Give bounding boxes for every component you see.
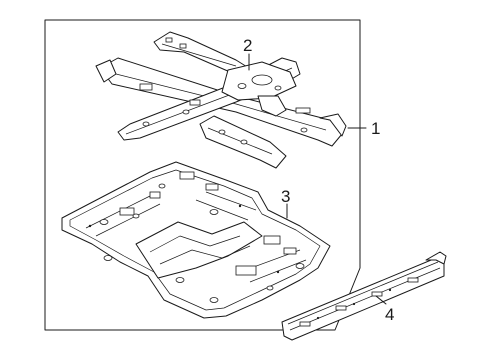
leader-line-4 [375, 295, 387, 305]
callout-3: 3 [281, 187, 290, 206]
callout-2: 2 [243, 36, 252, 55]
part-3-floor-pan [61, 161, 331, 319]
callout-4: 4 [385, 305, 394, 324]
part-2-crossmember [95, 31, 347, 169]
callout-1: 1 [371, 119, 380, 138]
part-4-side-sill [281, 251, 447, 341]
